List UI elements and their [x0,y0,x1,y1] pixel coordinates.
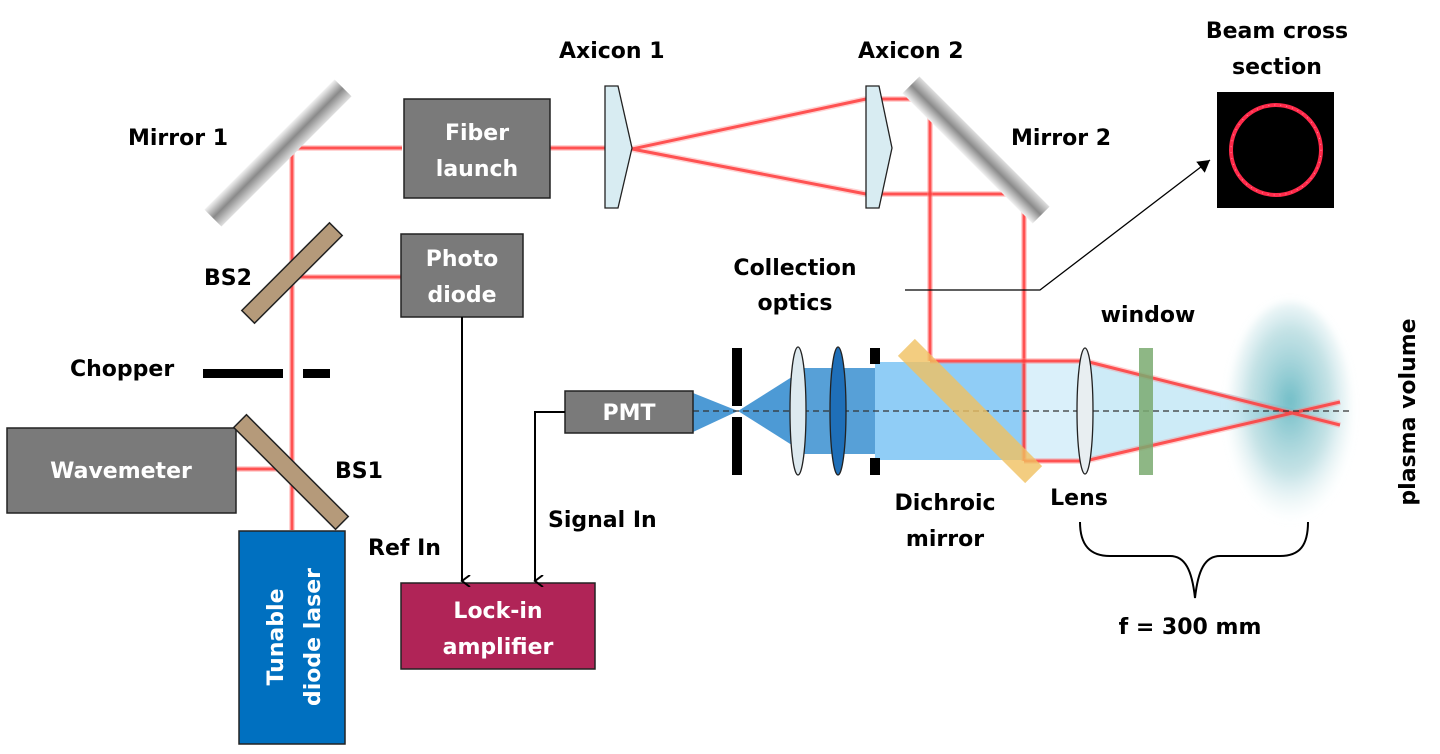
fiber-label-line2: launch [436,157,518,182]
cross-section-pointer-arrow [905,159,1211,291]
beamsplitter-1 [232,413,350,531]
plasma-volume-label: plasma volume [1396,318,1421,505]
lockin-label-line1: Lock-in [453,599,542,624]
fiber-launch: Fiber launch [403,98,551,199]
pinhole-lower [732,417,742,475]
lens-label: Lens [1050,486,1108,511]
photodiode-label-line1: Photo [426,247,499,272]
beam-axicon-diverge [631,97,867,196]
dichroic-label-line2: mirror [906,527,984,552]
collection-lens-2 [829,346,847,476]
collection-cone-pmt [693,393,738,432]
axicon-2 [865,85,893,209]
photodiode-label-line2: diode [427,283,496,308]
collection-optics [732,346,880,476]
laser-label-line1: Tunable [264,589,289,686]
beam-down-to-dichroic [928,99,1026,461]
mirror-1 [204,79,352,227]
bs2-label: BS2 [204,266,252,291]
collection-optics-label-line1: Collection [733,256,856,281]
laser-label-line2: diode laser [301,568,326,706]
mirror-2-label: Mirror 2 [1011,126,1111,151]
chopper-blade-right [303,369,330,378]
window-label: window [1101,303,1196,328]
photodiode: Photo diode [400,233,524,318]
tunable-diode-laser: Tunable diode laser [238,530,346,745]
focusing-lens [1076,347,1094,475]
beam-focus-plasma [1084,359,1341,463]
ref-in-label: Ref In [368,536,441,561]
collection-lens-1 [789,346,807,476]
lockin-label-line2: amplifier [443,635,554,660]
chopper [203,369,330,378]
beam-cross-section-label-line2: section [1232,55,1322,80]
bs1-label: BS1 [335,459,383,484]
chopper-label: Chopper [70,357,174,382]
dichroic-mirror [897,338,1043,484]
beam-cross-section-label-line1: Beam cross [1206,19,1348,44]
aperture-lower [870,458,880,475]
focal-length-label: f = 300 mm [1119,615,1262,640]
lock-in-amplifier: Lock-in amplifier [400,582,596,670]
dichroic-label-line1: Dichroic [894,491,995,516]
mirror-2 [902,76,1050,224]
beamsplitter-2 [240,221,344,325]
collection-optics-label-line2: optics [757,291,832,316]
axicon-1 [604,85,633,209]
vacuum-window [1139,348,1153,475]
axicon-2-label: Axicon 2 [858,39,964,64]
wavemeter: Wavemeter [6,427,237,514]
wavemeter-label: Wavemeter [50,459,192,484]
focal-length-brace [1079,521,1309,599]
signal-in-wire [535,411,565,581]
fiber-label-line1: Fiber [445,121,509,146]
signal-in-label: Signal In [548,508,657,533]
mirror-1-label: Mirror 1 [128,126,228,151]
chopper-blade-left [203,369,283,378]
axicon-1-label: Axicon 1 [559,39,665,64]
aperture-upper [870,348,880,364]
beam-cross-section-image [1217,92,1334,208]
pmt: PMT [564,390,694,434]
pmt-label: PMT [602,401,655,426]
pinhole-upper [732,348,742,406]
laser-beam-path [236,96,1341,530]
